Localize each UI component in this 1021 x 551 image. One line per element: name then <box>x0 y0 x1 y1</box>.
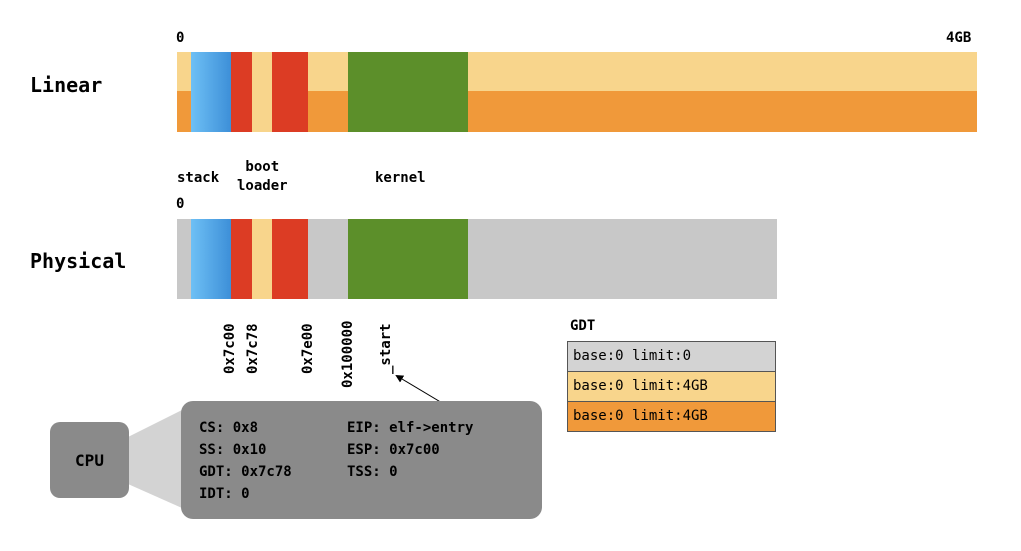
linear-bootloader-segment-1 <box>231 52 252 132</box>
kernel-label: kernel <box>375 170 426 186</box>
linear-row-label: Linear <box>30 73 103 97</box>
physical-start-label: 0 <box>176 196 185 212</box>
physical-gdt-segment <box>252 219 272 299</box>
register-eip: EIP: elf->entry <box>347 420 474 436</box>
register-ss: SS: 0x10 <box>199 442 267 458</box>
stack-label: stack <box>177 170 220 186</box>
register-idt: IDT: 0 <box>199 486 250 502</box>
physical-bootloader-segment-2 <box>272 219 308 299</box>
linear-start-label: 0 <box>176 30 185 46</box>
gdt-entry-2: base:0 limit:4GB <box>567 401 776 432</box>
physical-bootloader-segment-1 <box>231 219 252 299</box>
gdt-title: GDT <box>570 318 596 334</box>
linear-bootloader-segment-2 <box>272 52 308 132</box>
linear-top-band <box>177 52 977 91</box>
linear-end-label: 4GB <box>946 30 972 46</box>
linear-gdt-segment <box>252 52 272 132</box>
register-gdt: GDT: 0x7c78 <box>199 464 292 480</box>
linear-bottom-band <box>177 91 977 132</box>
cpu-box: CPU <box>50 422 129 498</box>
register-cs: CS: 0x8 <box>199 420 259 436</box>
cpu-registers-panel <box>181 401 542 519</box>
physical-bar <box>177 219 777 299</box>
physical-row-label: Physical <box>30 249 127 273</box>
physical-kernel-segment <box>348 219 468 299</box>
linear-bar <box>177 52 977 132</box>
register-tss: TSS: 0 <box>347 464 398 480</box>
register-esp: ESP: 0x7c00 <box>347 442 440 458</box>
linear-kernel-segment <box>348 52 468 132</box>
physical-stack-segment <box>191 219 231 299</box>
cpu-callout-wedge <box>128 410 182 508</box>
linear-stack-segment <box>191 52 231 132</box>
bootloader-label: boot loader <box>237 159 288 194</box>
gdt-entry-0: base:0 limit:0 <box>567 341 776 372</box>
